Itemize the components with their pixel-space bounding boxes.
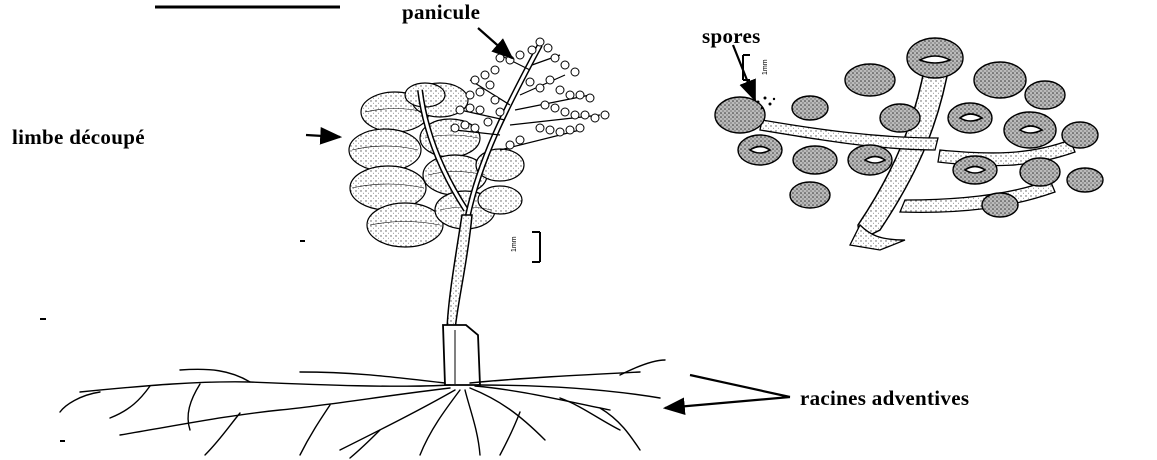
- label-limbe-decoupe: limbe découpé: [12, 125, 145, 150]
- label-spores: spores: [702, 24, 761, 49]
- stem-base: [443, 325, 480, 385]
- detail-view: [715, 38, 1103, 250]
- limbe-lobes: [349, 83, 524, 247]
- label-panicule: panicule: [402, 0, 480, 25]
- scale-bar-plant: [532, 232, 540, 262]
- label-racines-adventives: racines adventives: [800, 386, 969, 411]
- scale-label-plant: 1mm: [511, 236, 518, 252]
- sporangia: [451, 38, 609, 149]
- stipe: [447, 215, 472, 330]
- scale-label-detail: 1mm: [762, 59, 769, 75]
- roots: [60, 360, 665, 458]
